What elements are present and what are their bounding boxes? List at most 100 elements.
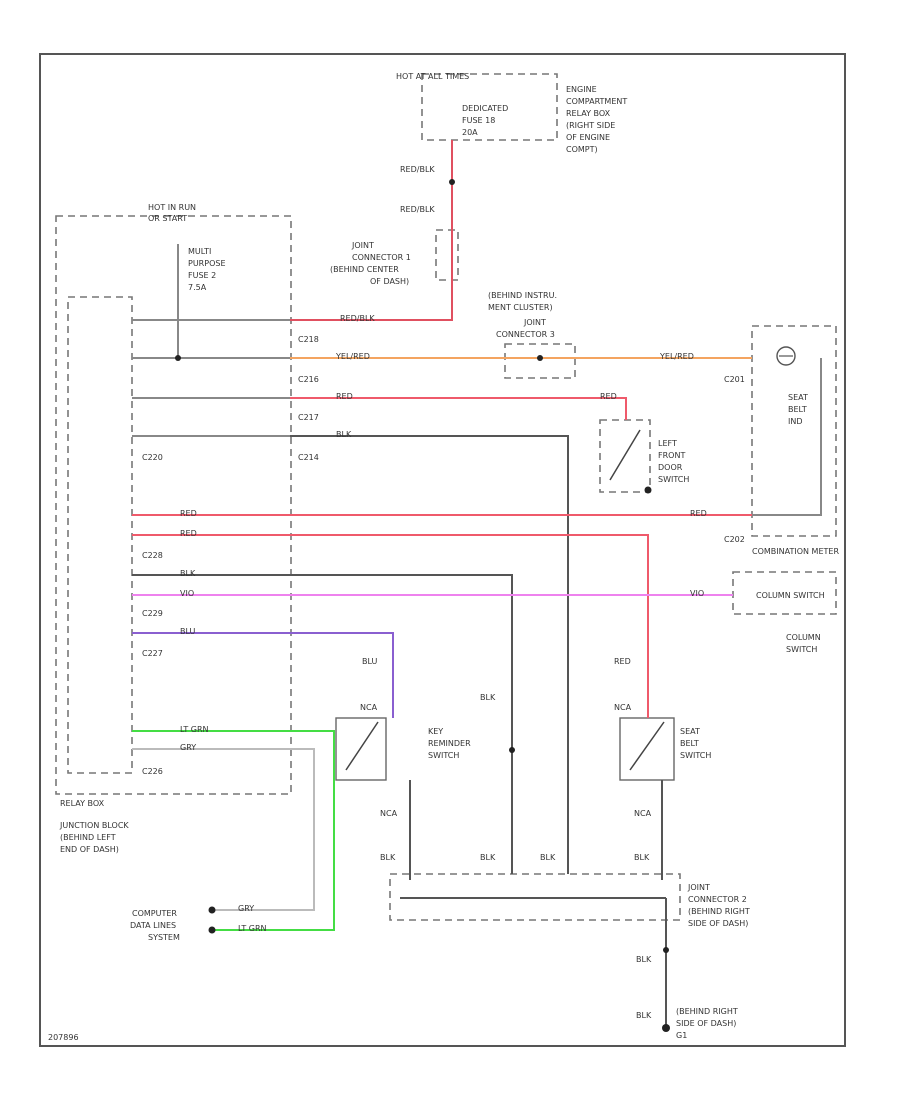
column-switch-line-1: COLUMN xyxy=(786,633,821,642)
fuse-multi-line-1: MULTI xyxy=(188,247,211,256)
fuse-multi-line-2: PURPOSE xyxy=(188,259,226,268)
blk-label-8: BLK xyxy=(636,955,652,964)
connector-c201: C201 xyxy=(724,375,745,384)
relay-box-label: RELAY BOX xyxy=(60,799,105,808)
junction-block-line-2: (BEHIND LEFT xyxy=(60,833,116,842)
joint-conn2-line-3: (BEHIND RIGHT xyxy=(688,907,750,916)
blk-label-4: BLK xyxy=(380,853,396,862)
yel-red-label-2: YEL/RED xyxy=(659,352,694,361)
column-switch-inner-label: COLUMN SWITCH xyxy=(756,591,825,600)
key-reminder-line-3: SWITCH xyxy=(428,751,459,760)
junction-block-outline xyxy=(55,215,292,795)
data-line-dot xyxy=(208,906,216,914)
nca-label-1: NCA xyxy=(360,703,378,712)
data-line-dot xyxy=(208,926,216,934)
lt-grn-label-1: LT GRN xyxy=(180,725,209,734)
red-label-2: RED xyxy=(600,392,617,401)
column-switch-outline xyxy=(732,571,837,615)
blk-label-6: BLK xyxy=(540,853,556,862)
red-blk-label-1: RED/BLK xyxy=(400,165,435,174)
vio-label-1: VIO xyxy=(180,589,194,598)
joint-conn2-line-2: CONNECTOR 2 xyxy=(688,895,747,904)
key-switch-contact xyxy=(345,721,379,771)
red-label-1: RED xyxy=(336,392,353,401)
engine-relay-line-6: COMPT) xyxy=(566,145,598,154)
computer-data-line-2: DATA LINES xyxy=(130,921,176,930)
blk-label-1: BLK xyxy=(336,430,352,439)
red-label-5: RED xyxy=(180,529,197,538)
connector-c226: C226 xyxy=(142,767,163,776)
blk-label-7: BLK xyxy=(634,853,650,862)
joint-connector-1-outline xyxy=(435,229,459,281)
blu-label-1: BLU xyxy=(180,627,196,636)
wire-blk-junction xyxy=(132,574,513,874)
red-blk-label-2: RED/BLK xyxy=(400,205,435,214)
vio-label-2: VIO xyxy=(690,589,704,598)
splice-dot xyxy=(537,355,543,361)
joint-connector-2-outline xyxy=(389,873,681,921)
red-label-4: RED xyxy=(690,509,707,518)
blk-label-5: BLK xyxy=(480,853,496,862)
fuse-multi-line-3: FUSE 2 xyxy=(188,271,216,280)
door-switch-line-2: FRONT xyxy=(658,451,685,460)
seat-belt-indicator-outline xyxy=(751,325,837,537)
hot-at-all-times-label: HOT AT ALL TIMES xyxy=(396,72,469,81)
ground-g1-dot xyxy=(662,1024,670,1032)
door-switch-line-3: DOOR xyxy=(658,463,683,472)
instru-line-2: MENT CLUSTER) xyxy=(488,303,553,312)
joint-conn1-line-3: (BEHIND CENTER xyxy=(330,265,399,274)
red-label-3: RED xyxy=(180,509,197,518)
yel-red-label-1: YEL/RED xyxy=(335,352,370,361)
joint-conn2-line-1: JOINT xyxy=(687,883,710,892)
ground-line-1: (BEHIND RIGHT xyxy=(676,1007,738,1016)
wire-meter-internal xyxy=(752,358,822,516)
ground-line-3: G1 xyxy=(676,1031,687,1040)
connector-c216: C216 xyxy=(298,375,319,384)
door-switch-line-1: LEFT xyxy=(658,439,677,448)
joint-conn1-line-2: CONNECTOR 1 xyxy=(352,253,411,262)
joint-conn1-line-1: JOINT xyxy=(351,241,374,250)
seat-belt-switch-box xyxy=(619,717,675,781)
wire-gry xyxy=(132,748,315,911)
seat-belt-ind-line-1: SEAT xyxy=(788,393,808,402)
door-switch-contact xyxy=(609,429,641,481)
wire-blk-door xyxy=(290,435,569,874)
hot-in-run-line-2: OR START xyxy=(148,214,187,223)
splice-dot xyxy=(449,179,455,185)
engine-relay-line-4: (RIGHT SIDE xyxy=(566,121,615,130)
connector-c229: C229 xyxy=(142,609,163,618)
computer-data-line-1: COMPUTER xyxy=(132,909,177,918)
connector-c220: C220 xyxy=(142,453,163,462)
wire-red-blk xyxy=(290,140,453,321)
wire-red-seat-belt xyxy=(132,534,649,718)
fuse-multi-line-4: 7.5A xyxy=(188,283,207,292)
seat-belt-ind-line-2: BELT xyxy=(788,405,807,414)
blk-label-3: BLK xyxy=(480,693,496,702)
connector-c217: C217 xyxy=(298,413,319,422)
red-blk-label-3: RED/BLK xyxy=(340,314,375,323)
joint-connector-3-outline xyxy=(504,343,576,379)
joint-conn3-line-1: JOINT xyxy=(523,318,546,327)
nca-label-3: NCA xyxy=(380,809,398,818)
seat-belt-switch-line-1: SEAT xyxy=(680,727,700,736)
engine-relay-line-3: RELAY BOX xyxy=(566,109,611,118)
hot-in-run-line-1: HOT IN RUN xyxy=(148,203,196,212)
gry-label-2: GRY xyxy=(238,904,254,913)
splice-dot xyxy=(663,947,669,953)
key-reminder-line-1: KEY xyxy=(428,727,443,736)
instru-line-1: (BEHIND INSTRU. xyxy=(488,291,557,300)
engine-relay-line-1: ENGINE xyxy=(566,85,597,94)
fuse-engine-line-2: FUSE 18 xyxy=(462,116,495,125)
joint-conn3-line-2: CONNECTOR 3 xyxy=(496,330,555,339)
figure-id: 207896 xyxy=(48,1033,79,1042)
nca-label-4: NCA xyxy=(634,809,652,818)
ground-line-2: SIDE OF DASH) xyxy=(676,1019,736,1028)
diagram-frame xyxy=(39,53,846,1047)
junction-block-line-1: JUNCTION BLOCK xyxy=(59,821,129,830)
engine-relay-line-2: COMPARTMENT xyxy=(566,97,627,106)
computer-data-line-3: SYSTEM xyxy=(148,933,180,942)
connector-c218: C218 xyxy=(298,335,319,344)
splice-dot xyxy=(175,355,181,361)
